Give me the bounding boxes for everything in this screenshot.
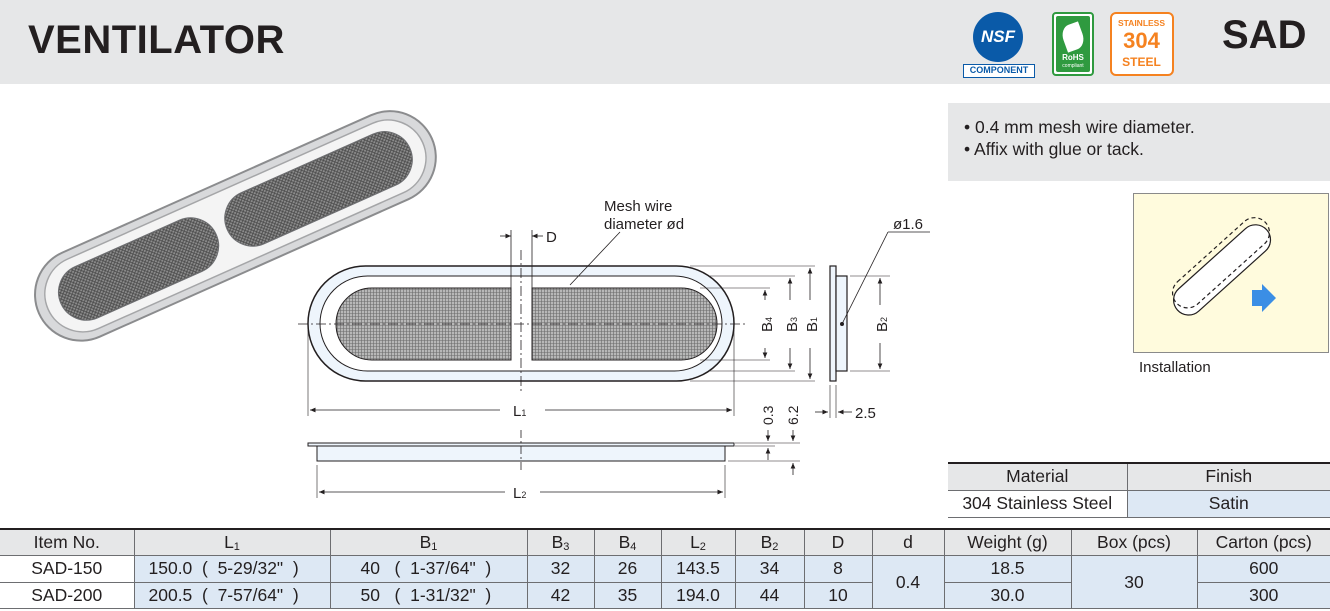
dim-03-label: 0.3 [760, 405, 776, 425]
dim-l2-label: L2 [513, 485, 526, 502]
col-carton: Carton (pcs) [1196, 528, 1330, 556]
dim-d-label: D [546, 229, 557, 246]
b2-value: 44 [734, 581, 805, 609]
header-bar [0, 0, 1330, 84]
stainless-304-badge: STAINLESS 304 STEEL [1110, 12, 1174, 76]
col-box: Box (pcs) [1070, 528, 1198, 556]
col-l2: L2 [660, 528, 736, 556]
l2-value: 194.0 [660, 581, 736, 609]
front-view [298, 230, 815, 416]
nsf-component-label: COMPONENT [963, 64, 1035, 78]
hole-diameter-label: ø1.6 [893, 216, 923, 233]
dim-b3-label: B3 [784, 317, 801, 332]
dim-b1-label: B1 [804, 317, 821, 332]
material-value: 304 Stainless Steel [948, 489, 1128, 518]
nsf-component-badge: NSF COMPONENT [963, 12, 1035, 78]
col-d-lower: d [871, 528, 945, 556]
rohs-sub-label: compliant [1062, 63, 1084, 69]
col-l1: L1 [133, 528, 331, 556]
nsf-logo-icon: NSF [973, 12, 1023, 62]
box-value: 30 [1070, 555, 1198, 609]
rohs-label: RoHS [1062, 53, 1084, 62]
feature-item: • Affix with glue or tack. [964, 139, 1144, 159]
l1-value: 200.5 ( 7-57/64" ) [133, 581, 331, 609]
side-view [815, 231, 930, 418]
col-weight: Weight (g) [943, 528, 1072, 556]
b4-value: 35 [593, 581, 662, 609]
product-photo [34, 110, 437, 342]
product-code: SAD [1222, 13, 1307, 57]
b1-value: 50 ( 1-31/32" ) [329, 581, 528, 609]
l1-value: 150.0 ( 5-29/32" ) [133, 555, 331, 583]
page-title: VENTILATOR [28, 18, 285, 62]
d-value: 8 [803, 555, 873, 583]
b3-value: 42 [526, 581, 595, 609]
item-no: SAD-150 [0, 555, 135, 583]
stainless-label: STAINLESS [1117, 18, 1166, 28]
col-b4: B4 [593, 528, 662, 556]
material-finish-table: Material Finish 304 Stainless Steel Sati… [948, 462, 1330, 518]
col-b1: B1 [329, 528, 528, 556]
dim-b4-label: B4 [759, 317, 776, 332]
material-header: Material [948, 462, 1128, 491]
grade-label: 304 [1123, 28, 1160, 53]
mesh-d-value: 0.4 [871, 555, 945, 609]
steel-label: STEEL [1122, 55, 1161, 69]
leaf-icon [1059, 21, 1087, 53]
mesh-label-line1: Mesh wire [604, 198, 672, 215]
table-row: SAD-150 150.0 ( 5-29/32" ) 40 ( 1-37/64"… [0, 555, 1330, 609]
dim-25-label: 2.5 [855, 405, 876, 422]
installation-illustration [1133, 193, 1329, 353]
arrow-icon [1252, 284, 1276, 312]
finish-header: Finish [1126, 462, 1330, 491]
carton-value: 600 [1196, 555, 1330, 583]
carton-value: 300 [1196, 581, 1330, 609]
weight-value: 18.5 [943, 555, 1072, 583]
features-box: • 0.4 mm mesh wire diameter. • Affix wit… [948, 103, 1330, 181]
spec-header-row: Item No. L1 B1 B3 B4 L2 B2 D d Weight (g… [0, 528, 1330, 556]
b3-value: 32 [526, 555, 595, 583]
d-value: 10 [803, 581, 873, 609]
b1-value: 40 ( 1-37/64" ) [329, 555, 528, 583]
weight-value: 30.0 [943, 581, 1072, 609]
feature-item: • 0.4 mm mesh wire diameter. [964, 117, 1195, 137]
profile-view [307, 430, 800, 498]
dim-62-label: 6.2 [785, 405, 801, 425]
dim-l1-label: L1 [513, 403, 526, 420]
item-no: SAD-200 [0, 581, 135, 609]
col-d-upper: D [803, 528, 873, 556]
col-b2: B2 [734, 528, 805, 556]
spec-table: Item No. L1 B1 B3 B4 L2 B2 D d Weight (g… [0, 528, 1330, 609]
b2-value: 34 [734, 555, 805, 583]
dim-b2-label: B2 [874, 317, 891, 332]
installation-label: Installation [1139, 359, 1211, 376]
mesh-label-line2: diameter ød [604, 216, 684, 233]
col-b3: B3 [526, 528, 595, 556]
l2-value: 143.5 [660, 555, 736, 583]
finish-value: Satin [1126, 489, 1330, 518]
table-row: SAD-200 200.5 ( 7-57/64" ) 50 ( 1-31/32"… [0, 581, 1330, 609]
product-drawing: Mesh wire diameter ød D ø1.6 L1 L2 2.5 B… [34, 110, 930, 502]
rohs-badge: RoHS compliant [1052, 12, 1094, 76]
b4-value: 26 [593, 555, 662, 583]
col-item: Item No. [0, 528, 135, 556]
